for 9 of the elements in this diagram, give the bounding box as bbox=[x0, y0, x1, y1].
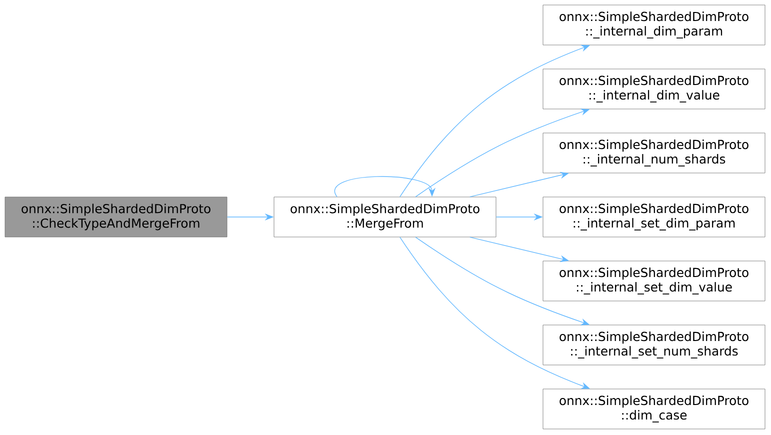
function-box: onnx::SimpleShardedDimProto ::_internal_set_dim_param bbox=[542, 196, 766, 238]
function-box: onnx::SimpleShardedDimProto ::_internal_set_dim_value bbox=[542, 260, 766, 302]
function-box: onnx::SimpleShardedDimProto ::_internal_dim_value bbox=[542, 68, 766, 110]
function-box: onnx::SimpleShardedDimProto ::dim_case bbox=[542, 388, 766, 430]
function-box: onnx::SimpleShardedDimProto ::CheckTypeAndMergeFrom bbox=[4, 196, 228, 238]
function-box: onnx::SimpleShardedDimProto ::_internal_set_num_shards bbox=[542, 324, 766, 366]
function-box: onnx::SimpleShardedDimProto ::_internal_num_shards bbox=[542, 132, 766, 174]
function-box: onnx::SimpleShardedDimProto ::_internal_dim_param bbox=[542, 4, 766, 46]
function-box: onnx::SimpleShardedDimProto ::MergeFrom bbox=[274, 196, 496, 238]
